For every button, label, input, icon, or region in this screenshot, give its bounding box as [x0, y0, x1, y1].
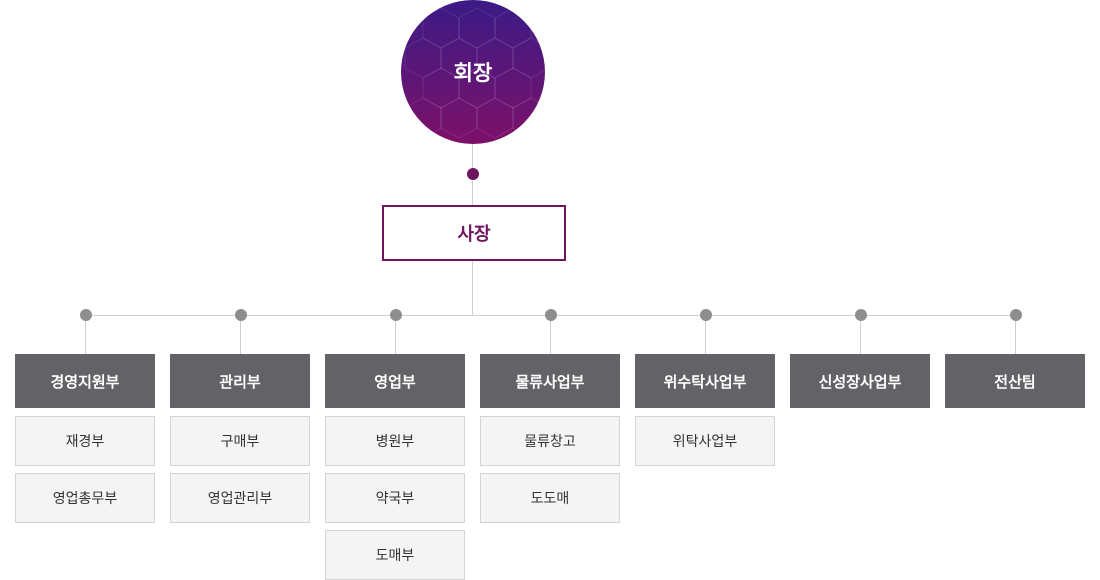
chairman-label: 회장 — [453, 61, 493, 85]
sub-dept-consignment-business: 위탁사업부 — [635, 416, 775, 466]
chairman-node: 회장 — [401, 0, 545, 144]
dept-logistics: 물류사업부 — [480, 354, 620, 408]
sub-dept-purchasing: 구매부 — [170, 416, 310, 466]
sub-dept-label: 영업관리부 — [207, 491, 273, 507]
dept-management-support: 경영지원부 — [15, 354, 155, 408]
connector-dept-5 — [705, 315, 706, 354]
sub-dept-sales-management: 영업관리부 — [170, 473, 310, 523]
sub-dept-label: 도도매 — [530, 491, 570, 507]
connector-dept-7 — [1015, 315, 1016, 354]
sub-dept-pharmacy: 약국부 — [325, 473, 465, 523]
dept-label: 전산팀 — [994, 372, 1036, 391]
dept-label: 물류사업부 — [515, 372, 585, 391]
dept-7-junction-dot — [1010, 309, 1022, 321]
connector-president-bus — [472, 259, 473, 315]
sub-dept-logistics-warehouse: 물류창고 — [480, 416, 620, 466]
president-label: 사장 — [457, 224, 491, 245]
dept-label: 위수탁사업부 — [663, 372, 747, 391]
dept-4-junction-dot — [545, 309, 557, 321]
dept-label: 경영지원부 — [50, 372, 120, 391]
sub-dept-label: 영업총무부 — [52, 491, 118, 507]
connector-dept-3 — [395, 315, 396, 354]
dept-5-junction-dot — [700, 309, 712, 321]
sub-dept-sales-general-affairs: 영업총무부 — [15, 473, 155, 523]
dept-administration: 관리부 — [170, 354, 310, 408]
connector-dept-1 — [85, 315, 86, 354]
sub-dept-sub-wholesale: 도도매 — [480, 473, 620, 523]
connector-dept-6 — [860, 315, 861, 354]
dept-label: 신성장사업부 — [818, 372, 902, 391]
dept-consignment: 위수탁사업부 — [635, 354, 775, 408]
dept-1-junction-dot — [80, 309, 92, 321]
sub-dept-finance: 재경부 — [15, 416, 155, 466]
sub-dept-label: 병원부 — [375, 434, 415, 450]
connector-dept-4 — [550, 315, 551, 354]
hexagon-pattern — [404, 7, 545, 139]
dept-it-team: 전산팀 — [945, 354, 1085, 408]
sub-dept-label: 구매부 — [220, 434, 260, 450]
dept-label: 영업부 — [374, 372, 416, 391]
sub-dept-label: 위탁사업부 — [672, 434, 738, 450]
sub-dept-label: 도매부 — [375, 548, 415, 564]
chairman-junction-dot — [467, 168, 479, 180]
sub-dept-label: 재경부 — [65, 434, 105, 450]
sub-dept-label: 물류창고 — [524, 434, 576, 450]
sub-dept-wholesale: 도매부 — [325, 530, 465, 580]
dept-6-junction-dot — [855, 309, 867, 321]
dept-3-junction-dot — [390, 309, 402, 321]
sub-dept-hospital: 병원부 — [325, 416, 465, 466]
dept-new-growth: 신성장사업부 — [790, 354, 930, 408]
dept-label: 관리부 — [219, 372, 261, 391]
dept-2-junction-dot — [235, 309, 247, 321]
president-node: 사장 — [382, 205, 566, 261]
connector-dept-2 — [240, 315, 241, 354]
sub-dept-label: 약국부 — [375, 491, 415, 507]
dept-sales: 영업부 — [325, 354, 465, 408]
